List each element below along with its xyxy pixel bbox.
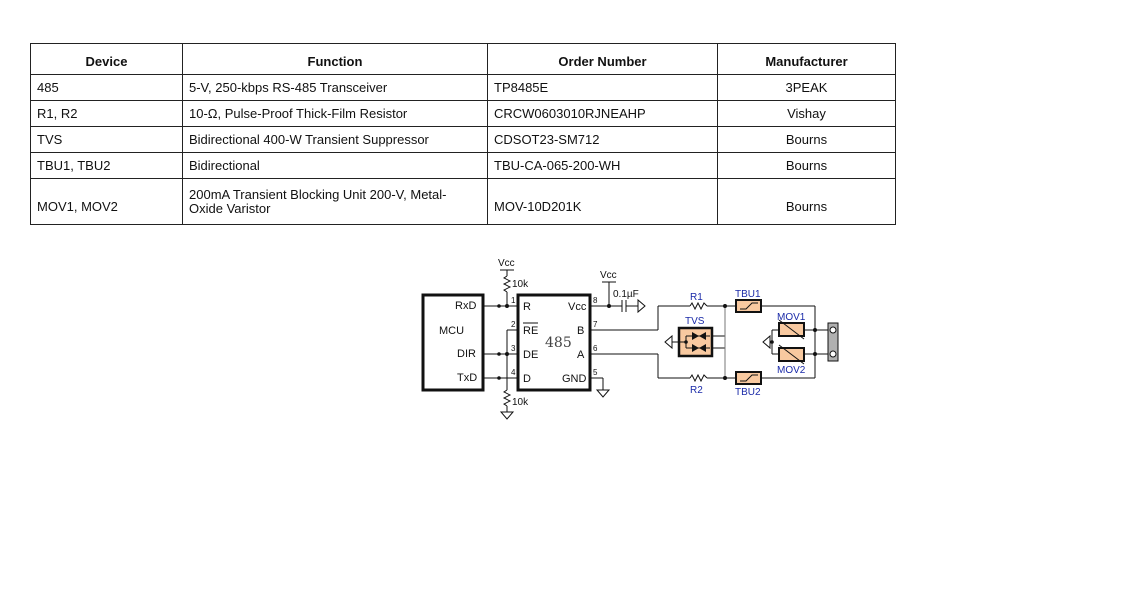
cell-manufacturer: Bourns [717, 178, 896, 225]
cell-function: 10-Ω, Pulse-Proof Thick-Film Resistor [182, 100, 488, 127]
pin-name-re: RE [523, 325, 538, 337]
mcu-label: MCU [439, 325, 464, 337]
cell-device: TBU1, TBU2 [30, 152, 183, 179]
transceiver-block [516, 293, 592, 392]
cell-device: TVS [30, 126, 183, 153]
pulldown-resistor-symbol [502, 389, 512, 407]
table-header-row: Device Function Order Number Manufacture… [30, 43, 896, 75]
pullup-resistor-label: 10k [512, 279, 529, 290]
ground-icon-mov [762, 334, 771, 350]
ground-icon-cap [637, 298, 646, 314]
pin-name-b: B [577, 325, 584, 337]
cell-function: 5-V, 250-kbps RS-485 Transceiver [182, 74, 488, 101]
cell-manufacturer: Bourns [717, 152, 896, 179]
cell-function-line1: 200mA Transient Blocking Unit 200-V, Met… [189, 187, 447, 202]
pin-num-7: 7 [593, 320, 598, 329]
cell-manufacturer: Vishay [717, 100, 896, 127]
r1-label: R1 [690, 292, 703, 303]
header-device: Device [30, 43, 183, 75]
cell-device: R1, R2 [30, 100, 183, 127]
pin-num-2: 2 [511, 320, 516, 329]
table-row: TBU1, TBU2 Bidirectional TBU-CA-065-200-… [30, 152, 896, 179]
table-row: R1, R2 10-Ω, Pulse-Proof Thick-Film Resi… [30, 100, 896, 127]
mcu-block [421, 293, 485, 392]
pullup-resistor-symbol [502, 275, 512, 293]
pin-name-de: DE [523, 349, 538, 361]
bom-table: Device Function Order Number Manufacture… [30, 43, 896, 225]
tbu2-label: TBU2 [735, 387, 761, 398]
cell-function: Bidirectional 400-W Transient Suppressor [182, 126, 488, 153]
pulldown-resistor-label: 10k [512, 397, 529, 408]
pin-name-vcc: Vcc [568, 301, 587, 313]
header-function: Function [182, 43, 488, 75]
pin-name-a: A [577, 349, 585, 361]
ground-icon-tvs [664, 334, 673, 350]
cell-order-number: MOV-10D201K [487, 178, 718, 225]
ground-icon-gnd [595, 389, 611, 398]
pin-num-3: 3 [511, 344, 516, 353]
vcc-label-cap: Vcc [600, 270, 617, 281]
cell-function-line2: Oxide Varistor [189, 201, 271, 216]
pin-name-r: R [523, 301, 531, 313]
pin-name-gnd: GND [562, 373, 587, 385]
mov1-label: MOV1 [777, 312, 806, 323]
pin-num-5: 5 [593, 368, 598, 377]
pin-name-d: D [523, 373, 531, 385]
r2-resistor-symbol [689, 373, 708, 383]
pin-num-1: 1 [511, 296, 516, 305]
table-row: 485 5-V, 250-kbps RS-485 Transceiver TP8… [30, 74, 896, 101]
cell-order-number: TP8485E [487, 74, 718, 101]
table-row: MOV1, MOV2 200mA Transient Blocking Unit… [30, 178, 896, 225]
table-row: TVS Bidirectional 400-W Transient Suppre… [30, 126, 896, 153]
cell-function: 200mA Transient Blocking Unit 200-V, Met… [182, 178, 488, 225]
vcc-label-pullup: Vcc [498, 258, 515, 269]
pin-num-4: 4 [511, 368, 516, 377]
pin-num-8: 8 [593, 296, 598, 305]
tvs-label: TVS [685, 316, 705, 327]
pin-num-6: 6 [593, 344, 598, 353]
transceiver-label: 485 [545, 335, 572, 351]
mov2-label: MOV2 [777, 365, 806, 376]
cell-order-number: CDSOT23-SM712 [487, 126, 718, 153]
cell-manufacturer: 3PEAK [717, 74, 896, 101]
header-manufacturer: Manufacturer [717, 43, 896, 75]
r1-resistor-symbol [689, 301, 708, 311]
mcu-pin-txd: TxD [457, 372, 477, 384]
connector-terminal-b [829, 326, 837, 334]
tbu1-label: TBU1 [735, 289, 761, 300]
mcu-pin-rxd: RxD [455, 300, 476, 312]
ground-icon-pulldown [499, 411, 515, 420]
capacitor-label: 0.1µF [613, 289, 639, 300]
mcu-pin-dir: DIR [457, 348, 476, 360]
connector [827, 322, 839, 362]
r2-label: R2 [690, 385, 703, 396]
cell-device: MOV1, MOV2 [30, 178, 183, 225]
cell-manufacturer: Bourns [717, 126, 896, 153]
connector-terminal-a [829, 350, 837, 358]
cell-order-number: CRCW0603010RJNEAHP [487, 100, 718, 127]
